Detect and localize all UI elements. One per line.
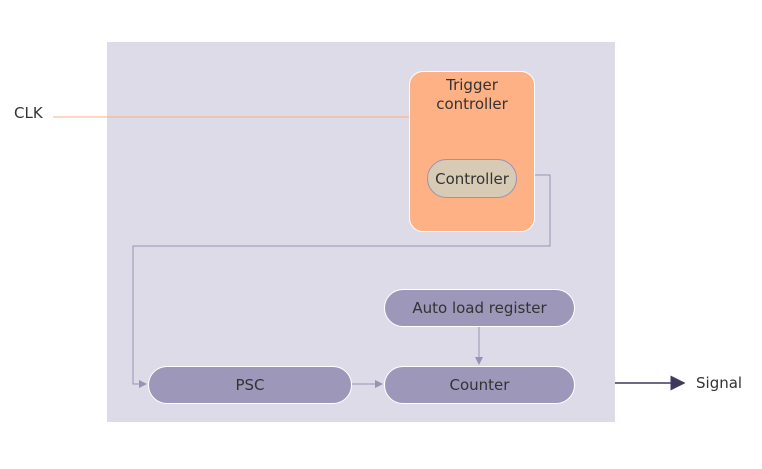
counter-label: Counter — [449, 376, 510, 394]
psc-label: PSC — [235, 376, 265, 394]
controller-label: Controller — [435, 169, 509, 188]
counter-block: Counter — [384, 366, 575, 404]
auto-load-register-label: Auto load register — [412, 299, 547, 317]
psc-block: PSC — [148, 366, 352, 404]
clk-label: CLK — [14, 104, 43, 122]
signal-label: Signal — [696, 374, 743, 392]
controller-block: Controller — [427, 159, 517, 198]
auto-load-register-block: Auto load register — [384, 289, 575, 327]
trigger-controller-title: Trigger controller — [436, 76, 508, 113]
controller-to-psc-wire — [132, 174, 551, 388]
trigger-controller-box: Trigger controller — [409, 71, 535, 232]
